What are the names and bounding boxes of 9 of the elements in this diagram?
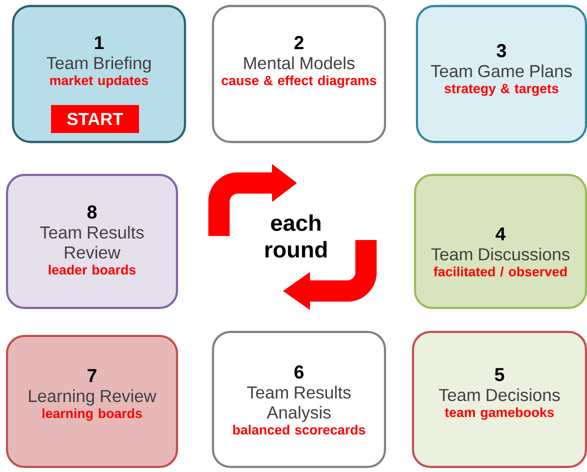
- start-button: START: [51, 105, 139, 133]
- center-label: each round: [265, 214, 327, 258]
- step-card: 2 Mental Models cause & effect diagrams: [212, 4, 386, 144]
- step-card: 5 Team Decisions team gamebooks: [412, 330, 587, 468]
- step-card: 6 Team Results Analysis balanced scorecards: [212, 330, 386, 468]
- step-card: 4 Team Discussions facilitated / observed: [414, 174, 587, 310]
- step-card: 8 Team Results Review leader boards: [6, 174, 178, 310]
- step-card: 3 Team Game Plans strategy & targets: [416, 4, 587, 144]
- step-card: 7 Learning Review learning boards: [6, 334, 178, 468]
